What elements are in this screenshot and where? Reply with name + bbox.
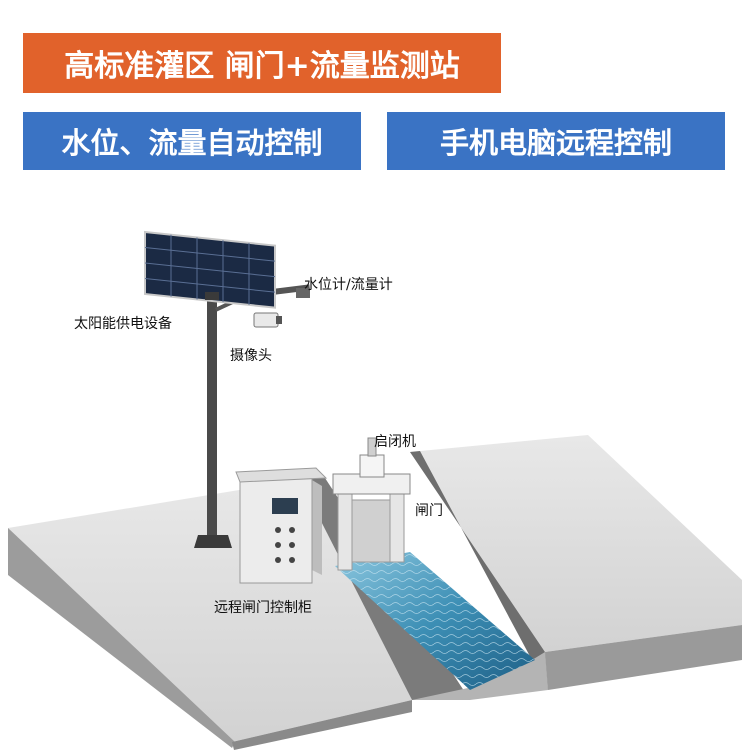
cabinet-button [275, 557, 281, 563]
monitoring-pole [207, 285, 217, 535]
cabinet-screen [272, 498, 298, 514]
hoist-body [359, 454, 385, 478]
water-ripples [335, 552, 535, 690]
label-cabinet: 远程闸门控制柜 [214, 600, 312, 616]
label-sensor: 水位计/流量计 [304, 277, 393, 293]
label-camera: 摄像头 [230, 348, 272, 364]
hoist-spindle [367, 437, 377, 457]
cabinet-button [275, 527, 281, 533]
cabinet-button [289, 542, 295, 548]
cabinet-button [289, 527, 295, 533]
gate-frame-right-post [389, 483, 405, 563]
pole-base [194, 535, 232, 548]
cabinet-side [312, 480, 322, 575]
panel-mount [205, 292, 219, 300]
label-hoist: 启闭机 [374, 434, 416, 450]
camera-lens [276, 316, 282, 324]
gate-plate [351, 499, 391, 563]
solar-panel [144, 230, 276, 309]
slab-side-face-left [232, 700, 412, 750]
camera-icon [253, 312, 279, 328]
slab-front-face-left [8, 528, 235, 748]
level-flow-sensor [296, 288, 310, 298]
label-solar: 太阳能供电设备 [74, 316, 172, 332]
feature-banner-level-flow-control: 水位、流量自动控制 [23, 112, 361, 170]
cabinet-button [289, 557, 295, 563]
cabinet-roof [235, 467, 328, 483]
channel-rim [412, 652, 548, 700]
slab-side-face-right [545, 625, 742, 690]
gate-frame-left-post [337, 489, 353, 571]
title-banner: 高标准灌区 闸门+流量监测站 [23, 33, 501, 93]
ground-slab-right [410, 435, 742, 652]
cabinet-button [275, 542, 281, 548]
feature-banner-remote-control: 手机电脑远程控制 [387, 112, 725, 170]
label-gate: 闸门 [415, 503, 443, 519]
